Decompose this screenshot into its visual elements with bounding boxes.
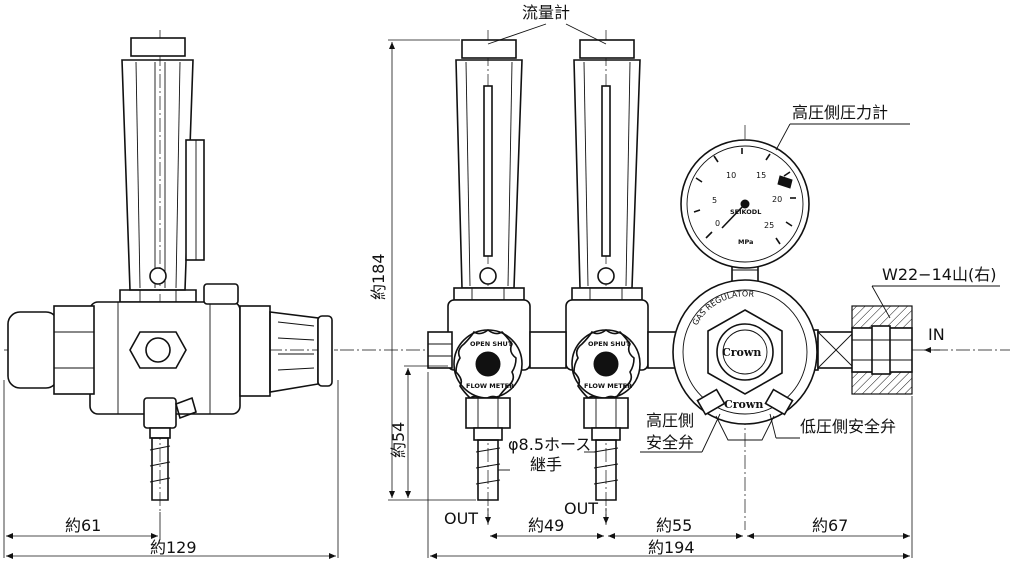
knob-right-bottom-text: FLOW METER (584, 382, 632, 390)
knob-left-bottom-text: FLOW METER (466, 382, 514, 390)
gauge-needle (721, 203, 746, 229)
label-hose-fitting-1: φ8.5ホース (508, 435, 591, 454)
gauge-scale-20: 20 (772, 195, 782, 204)
labels: 流量計 高圧側圧力計 W22−14山(右) IN 高圧側 安全弁 低圧側安全弁 … (369, 3, 996, 557)
dim-total-width: 約194 (648, 538, 695, 557)
side-inlet-hex (53, 305, 95, 395)
side-gauge-edge (185, 139, 205, 261)
label-low-relief-valve: 低圧側安全弁 (800, 417, 896, 436)
flowmeter-left (447, 39, 531, 371)
inlet-nut (817, 305, 913, 395)
gauge-scale-0: 0 (715, 219, 720, 228)
manifold-middle (529, 331, 567, 369)
low-side-relief-valve (764, 388, 794, 416)
label-relief-valve: 安全弁 (646, 433, 694, 452)
label-high-side: 高圧側 (646, 411, 694, 430)
side-view: 約61 約129 (3, 30, 339, 559)
dim-outlet-spacing: 約49 (528, 516, 564, 535)
regulator-brand-bottom: Crown (724, 398, 763, 411)
dim-center-to-inlet: 約67 (812, 516, 848, 535)
side-outlet-body (143, 397, 177, 429)
label-flowmeter: 流量計 (522, 3, 570, 22)
side-flowmeter-cap (130, 37, 186, 57)
knob-left-top-text: OPEN SHUT (470, 340, 513, 348)
dim-height: 約184 (369, 253, 388, 300)
front-view: OPEN SHUT FLOW METER OPEN SHUT FLOW METE… (340, 23, 1010, 559)
side-bonnet-ring (239, 305, 271, 397)
knob-right-top-text: OPEN SHUT (588, 340, 631, 348)
side-flowmeter-tube (121, 59, 194, 291)
label-inlet: IN (928, 325, 945, 344)
label-outlet-right: OUT (564, 499, 598, 518)
flowmeter-leader (487, 23, 607, 45)
gauge-scale-5: 5 (712, 196, 717, 205)
manifold-left-cap (427, 331, 453, 369)
gauge-unit: MPa (738, 238, 753, 246)
dim-outlet-to-center: 約55 (656, 516, 692, 535)
label-outlet-left: OUT (444, 509, 478, 528)
label-high-pressure-gauge: 高圧側圧力計 (792, 103, 888, 122)
outlet-fitting-right (583, 397, 629, 501)
dim-outlet-height: 約54 (389, 422, 408, 458)
label-hose-fitting-2: 継手 (530, 455, 562, 474)
gauge-scale-10: 10 (726, 171, 736, 180)
valve-knob-right[interactable]: OPEN SHUT FLOW METER (571, 329, 641, 401)
gauge-ticks (693, 148, 796, 245)
flowmeter-right (565, 39, 649, 371)
regulator-body: GAS REGULATOR Crown Crown (672, 279, 819, 441)
regulator-brand-center: Crown (722, 346, 761, 359)
pressure-gauge: 0 5 10 15 20 25 SEIKODL MPa (680, 139, 810, 283)
side-float-ball (149, 267, 167, 285)
gauge-brand: SEIKODL (730, 208, 761, 216)
label-inlet-thread: W22−14山(右) (882, 265, 996, 284)
valve-knob-left[interactable]: OPEN SHUT FLOW METER (453, 329, 523, 401)
high-side-relief-valve (696, 388, 726, 416)
dim-side-depth: 約129 (150, 538, 197, 557)
gauge-scale-25: 25 (764, 221, 774, 230)
outlet-fitting-left (465, 397, 511, 501)
side-hose-nipple (151, 437, 169, 501)
dim-side-offset: 約61 (65, 516, 101, 535)
gauge-scale-15: 15 (756, 171, 766, 180)
side-inlet-nut (7, 311, 59, 389)
